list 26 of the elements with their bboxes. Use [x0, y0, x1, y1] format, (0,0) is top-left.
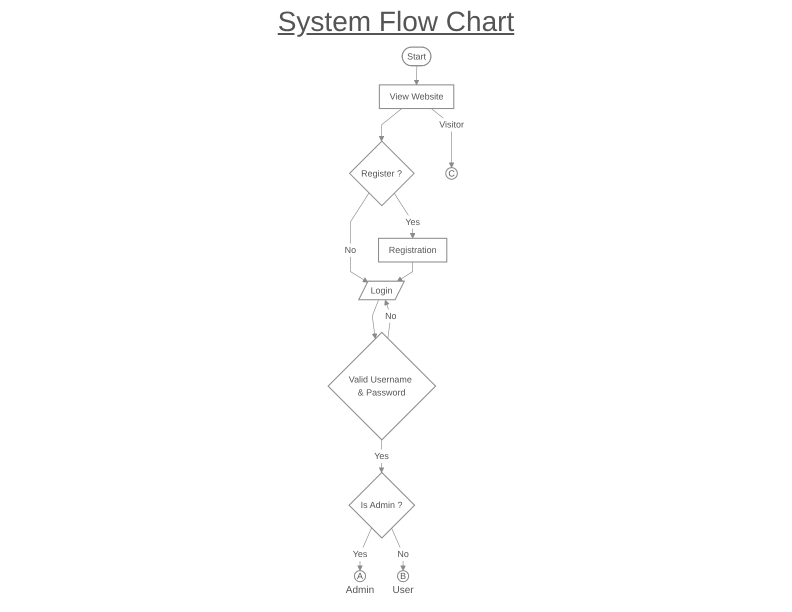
edge-label: Yes: [352, 548, 368, 560]
arrow: [357, 528, 372, 571]
node-diamond: Is Admin ?: [348, 472, 416, 539]
arrow: [378, 440, 384, 473]
node-diamond: Register ?: [348, 140, 415, 206]
connector-caption: Admin: [346, 584, 374, 596]
edge-label: Visitor: [439, 119, 464, 130]
arrow: [350, 192, 370, 283]
arrow: [414, 66, 420, 86]
arrow: [372, 300, 379, 339]
edge-label: No: [385, 310, 396, 321]
edge-label: Yes: [405, 216, 420, 227]
node-circle: A: [354, 570, 366, 582]
edge-label: No: [344, 244, 356, 255]
arrow: [396, 262, 413, 282]
edge-label: Yes: [374, 450, 389, 461]
diagram-title: System Flow Chart: [278, 6, 514, 38]
node-circle: B: [397, 570, 410, 582]
arrow: [394, 192, 416, 239]
connector-caption: User: [392, 584, 414, 596]
node-circle: C: [445, 167, 458, 180]
edge-label: No: [397, 548, 409, 560]
node-box: View Website: [378, 84, 454, 110]
arrow: [378, 108, 402, 142]
node-diamond: Valid Username & Password: [327, 332, 436, 441]
node-box: Registration: [378, 238, 448, 262]
